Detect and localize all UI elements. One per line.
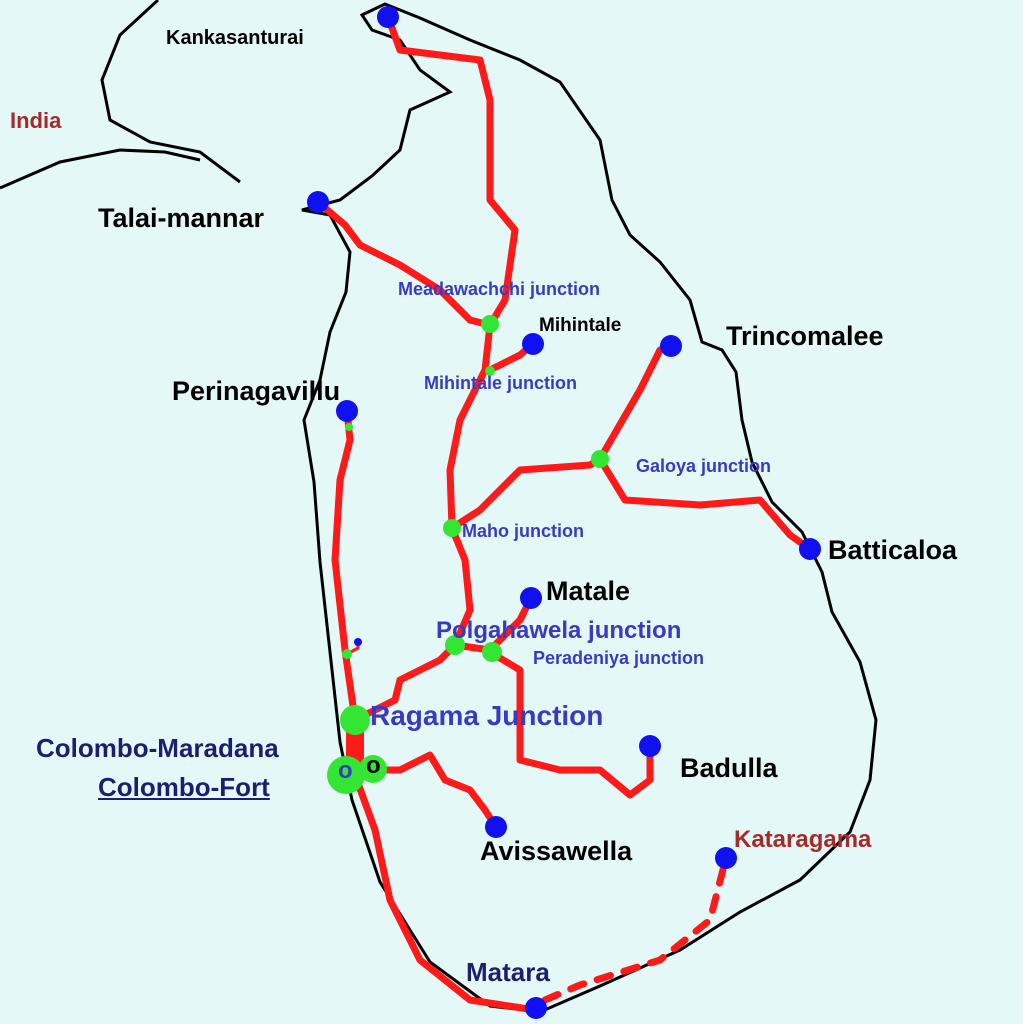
label-ragama-junction: Ragama Junction (370, 700, 604, 731)
label-badulla: Badulla (680, 753, 778, 783)
station-matale[interactable] (520, 587, 542, 609)
batticaloa-line (596, 455, 814, 553)
station-batticaloa[interactable] (799, 538, 821, 560)
station-kankasanturai[interactable] (377, 6, 399, 28)
india-coast (100, 0, 241, 184)
label-galoya-junction: Galoya junction (636, 456, 772, 476)
kataragama-extension (541, 854, 730, 1004)
label-kankasanturai: Kankasanturai (166, 27, 304, 49)
label-avissawella: Avissawella (480, 836, 633, 866)
station-kataragama[interactable] (715, 847, 737, 869)
label-mihintale-junction: Mihintale junction (424, 373, 577, 393)
label-mihintale: Mihintale (539, 315, 622, 336)
stations (307, 6, 821, 1019)
station-mihintale[interactable] (522, 333, 544, 355)
label-batticaloa: Batticaloa (828, 535, 958, 565)
label-meadawachchi-junction: Meadawachchi junction (398, 279, 601, 299)
station-badulla[interactable] (639, 735, 661, 757)
label-matale: Matale (546, 576, 631, 606)
station-avissawella[interactable] (485, 816, 507, 838)
main-line-badulla (486, 648, 654, 799)
label-talai-mannar: Talai-mannar (98, 203, 265, 233)
kelani-valley-line (366, 751, 500, 831)
junction-ragama[interactable] (340, 705, 370, 735)
junction-colombo-fort[interactable] (327, 756, 365, 794)
label-maho-junction: Maho junction (462, 521, 584, 541)
station-matara[interactable] (525, 997, 547, 1019)
junction-meadawachchi[interactable] (481, 315, 499, 333)
coastal-line (351, 771, 539, 1014)
marker-colombo-fort: o (338, 757, 353, 784)
station-talai-mannar[interactable] (307, 191, 329, 213)
junction-galoya[interactable] (591, 450, 609, 468)
station-perinagavillu[interactable] (336, 400, 358, 422)
junctions (327, 315, 609, 794)
mannar-line (314, 198, 494, 329)
junction-negombo[interactable] (342, 649, 352, 659)
coastline (0, 0, 878, 1014)
junction-mihintale[interactable] (485, 366, 495, 376)
station-negombo[interactable] (354, 638, 362, 646)
junction-polgahawela[interactable] (445, 635, 465, 655)
label-matara: Matara (466, 957, 550, 987)
label-colombo-fort: Colombo-Fort (98, 772, 270, 802)
label-peradeniya-junction: Peradeniya junction (533, 648, 705, 668)
label-kataragama: Kataragama (734, 826, 872, 853)
station-trincomalee[interactable] (660, 335, 682, 357)
label-colombo-maradana: Colombo-Maradana (36, 733, 279, 763)
label-polgahawela-junction: Polgahawela junction (436, 617, 682, 644)
label-trincomalee: Trincomalee (726, 321, 884, 351)
india-coast-south (0, 148, 201, 190)
junction-puttalam[interactable] (345, 423, 353, 431)
label-perinagavillu: Perinagavillu (172, 376, 341, 406)
junction-colombo-maradana[interactable] (359, 755, 387, 783)
matale-line (451, 594, 535, 654)
marker-colombo-maradana: o (366, 752, 381, 779)
northern-line (351, 13, 519, 724)
junction-maho[interactable] (443, 519, 461, 537)
label-india: India (10, 108, 62, 133)
junction-peradeniya[interactable] (482, 642, 502, 662)
